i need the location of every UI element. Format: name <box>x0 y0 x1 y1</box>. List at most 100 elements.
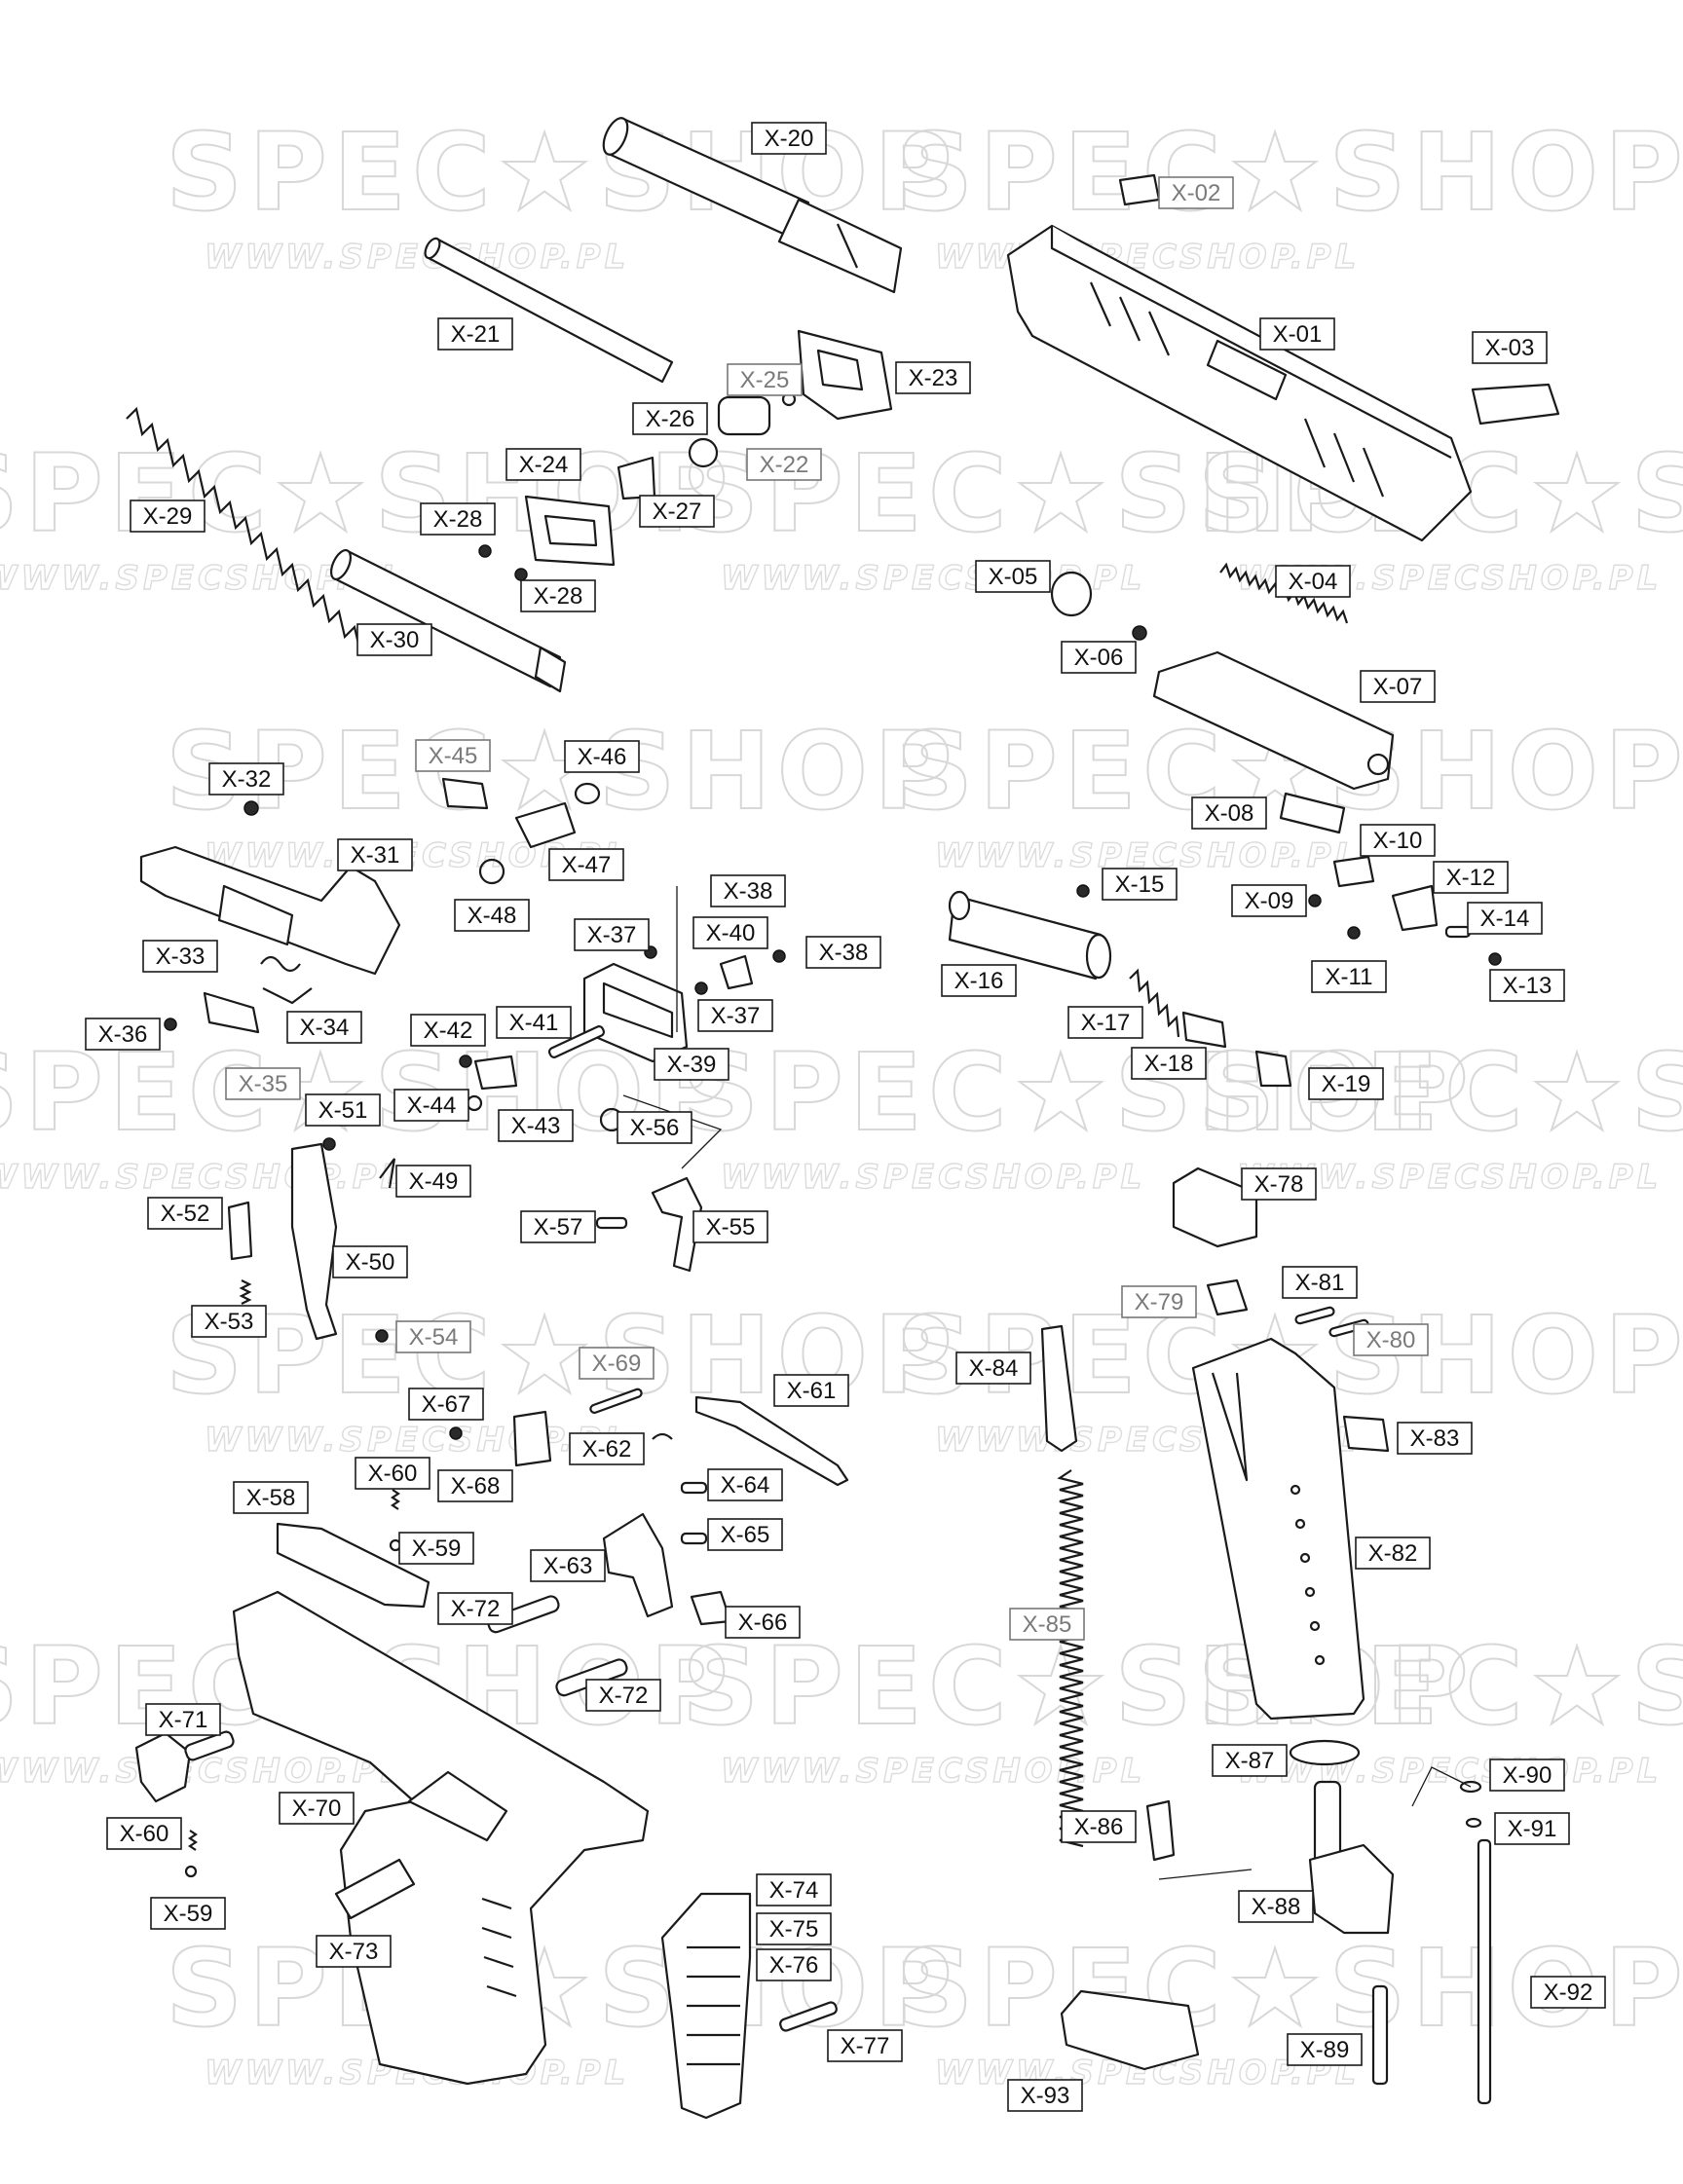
part-callout-label: X-86 <box>1061 1810 1137 1843</box>
callout-text: X-46 <box>578 744 627 770</box>
watermark-url: WWW.SPECSHOP.PL <box>0 1158 405 1197</box>
part-callout-label: X-59 <box>398 1532 474 1565</box>
callout-text: X-33 <box>156 944 206 970</box>
callout-text: X-47 <box>562 852 612 878</box>
callout-box <box>1530 1976 1606 2009</box>
spring-plate-part <box>1145 1799 1176 1862</box>
part-callout-label: X-91 <box>1494 1812 1570 1845</box>
callout-text: X-42 <box>424 1018 473 1044</box>
part-callout-label: X-25 <box>727 363 803 396</box>
part-callout-label: X-64 <box>707 1468 783 1501</box>
slide-part <box>1006 224 1473 542</box>
callout-text: X-58 <box>246 1485 296 1511</box>
callout-text: X-19 <box>1322 1071 1371 1097</box>
part-callout-label: X-28 <box>420 502 496 536</box>
callout-box <box>751 122 827 155</box>
callout-text: X-90 <box>1503 1762 1552 1789</box>
disconnector-part <box>719 954 754 990</box>
pin-part <box>680 1481 708 1495</box>
callout-text: X-79 <box>1135 1289 1184 1315</box>
part-callout-label: X-10 <box>1360 824 1436 857</box>
callout-box <box>574 918 650 951</box>
callout-box <box>505 448 581 481</box>
part-callout-label: X-66 <box>725 1606 801 1639</box>
callout-text: X-12 <box>1446 865 1496 891</box>
screw-part <box>449 1426 463 1440</box>
part-callout-label: X-34 <box>286 1011 362 1044</box>
callout-text: X-28 <box>433 506 483 533</box>
part-callout-label: X-82 <box>1355 1536 1431 1570</box>
part-callout-label: X-17 <box>1067 1006 1143 1039</box>
hammer-part <box>514 801 577 849</box>
part-callout-label: X-26 <box>632 402 708 435</box>
watermark-tile: SPEC★SHOP WWW.SPECSHOP.PL <box>165 1925 954 2093</box>
callout-box <box>437 1469 513 1502</box>
callout-text: X-35 <box>239 1071 288 1097</box>
callout-box <box>805 936 881 969</box>
decocker-lever-part <box>203 991 260 1034</box>
long-bolt-part <box>1477 1838 1492 2105</box>
callout-text: X-31 <box>351 842 400 869</box>
watermark-brand: SPEC★SHOP <box>896 110 1683 235</box>
wire-spring-part <box>262 987 313 1005</box>
callout-box <box>1472 331 1548 364</box>
callout-text: X-26 <box>646 406 695 432</box>
leader-line <box>1411 1766 1472 1807</box>
lever-part <box>473 1055 518 1091</box>
callout-box <box>356 623 432 656</box>
part-callout-label: X-37 <box>697 999 773 1032</box>
magazine-follower-part <box>1040 1324 1078 1453</box>
callout-text: X-44 <box>407 1092 457 1119</box>
callout-box <box>530 1549 606 1582</box>
lower-frame-part <box>232 1590 650 2086</box>
part-callout-label: X-58 <box>233 1481 309 1514</box>
callout-text: X-02 <box>1172 180 1221 206</box>
callout-text: X-63 <box>543 1553 593 1579</box>
callout-box <box>579 1347 654 1380</box>
watermark-tile: SPEC★SHOP WWW.SPECSHOP.PL <box>895 1925 1683 2093</box>
part-callout-label: X-40 <box>692 916 768 949</box>
watermark-url: WWW.SPECSHOP.PL <box>935 238 1360 277</box>
callout-box <box>398 1532 474 1565</box>
front-sight-part <box>1118 173 1161 206</box>
callout-text: X-68 <box>451 1473 501 1499</box>
part-callout-label: X-21 <box>437 317 513 351</box>
part-callout-label: X-09 <box>1231 884 1307 917</box>
callout-text: X-51 <box>318 1097 368 1124</box>
callout-box <box>585 1679 661 1712</box>
callout-text: X-82 <box>1368 1540 1418 1567</box>
callout-box <box>692 916 768 949</box>
part-callout-label: X-19 <box>1308 1067 1384 1100</box>
callout-box <box>437 1592 513 1625</box>
part-callout-label: X-48 <box>454 899 530 932</box>
callout-box <box>827 2029 903 2062</box>
callout-box <box>746 448 822 481</box>
part-callout-label: X-89 <box>1287 2033 1363 2066</box>
callout-box <box>520 1210 596 1243</box>
part-callout-label: X-83 <box>1397 1422 1473 1455</box>
part-callout-label: X-59 <box>150 1897 226 1930</box>
trigger-pin-part <box>595 1216 628 1230</box>
callout-text: X-91 <box>1508 1816 1557 1842</box>
callout-text: X-23 <box>909 365 958 391</box>
callout-box <box>941 964 1017 997</box>
callout-box <box>1238 1890 1314 1923</box>
callout-text: X-30 <box>370 627 420 653</box>
callout-text: X-25 <box>740 367 790 393</box>
parts-layer <box>126 117 1560 2120</box>
leader-line <box>1158 1869 1253 1880</box>
callout-text: X-60 <box>368 1461 418 1487</box>
part-callout-label: X-80 <box>1353 1323 1429 1356</box>
callout-box <box>1397 1422 1473 1455</box>
part-callout-label: X-23 <box>895 361 971 394</box>
callout-box <box>1308 1067 1384 1100</box>
part-callout-label: X-85 <box>1009 1608 1085 1641</box>
callout-text: X-38 <box>819 940 869 966</box>
part-callout-label: X-32 <box>208 762 284 796</box>
ejector-part <box>512 1410 552 1467</box>
callout-box <box>332 1245 408 1278</box>
part-callout-label: X-55 <box>692 1210 768 1243</box>
outer-barrel-part <box>602 117 903 294</box>
trigger-bar-part <box>290 1142 338 1341</box>
hammer-spring-part <box>260 955 301 973</box>
